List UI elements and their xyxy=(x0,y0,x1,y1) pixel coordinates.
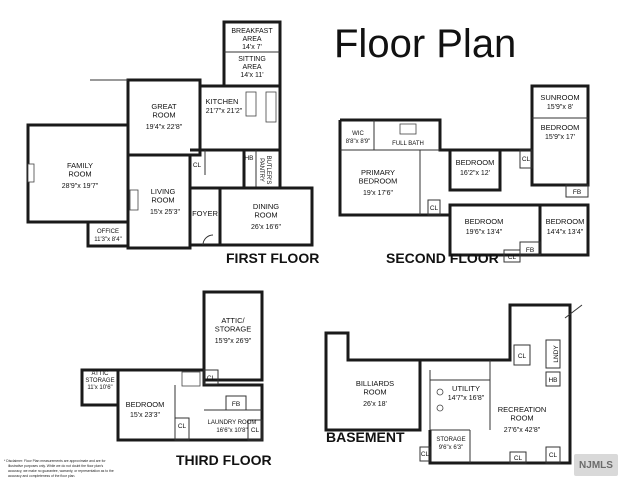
foyer-label: FOYER xyxy=(192,209,218,218)
bedroom-6-label: BEDROOM xyxy=(126,400,165,409)
third-floor-fb-label: FB xyxy=(232,401,240,408)
attic-storage-dim: 15'9"x 26'9" xyxy=(215,338,252,345)
disclaimer-line-4: accuracy and completeness of the floor p… xyxy=(8,474,75,478)
njmls-watermark-logo: NJMLS xyxy=(574,454,618,476)
basement-cl4-label: CL xyxy=(421,451,430,458)
breakfast-area-dim: 14'x 7' xyxy=(242,44,262,51)
bedroom-2-label: BEDROOM xyxy=(456,158,495,167)
disclaimer-line-1: * Disclaimer: Floor Plan measurements ar… xyxy=(4,459,106,463)
full-bath-label: FULL BATH xyxy=(392,141,424,147)
primary-bedroom-dim: 19'x 17'6" xyxy=(363,190,394,197)
disclaimer-line-2: illustrative purposes only. While we do … xyxy=(8,464,104,468)
basement-hb-label: HB xyxy=(548,377,557,384)
basement-title: BASEMENT xyxy=(326,429,405,445)
basement-cl2-label: CL xyxy=(514,455,523,462)
sunroom-label: SUNROOM xyxy=(540,93,579,102)
basement-lndy-label: LNDY xyxy=(553,345,560,363)
second-floor xyxy=(338,84,590,263)
bedroom-4-label: BEDROOM xyxy=(465,217,504,226)
first-floor-title: FIRST FLOOR xyxy=(226,250,319,266)
disclaimer: * Disclaimer: Floor Plan measurements ar… xyxy=(4,459,114,478)
first-floor xyxy=(26,20,314,250)
second-floor-labels: SUNROOM 15'9"x 8' BEDROOM 15'9"x 17' WIC… xyxy=(346,93,585,266)
third-floor xyxy=(80,290,264,442)
second-floor-title: SECOND FLOOR xyxy=(386,250,499,266)
kitchen-dim: 21'7"x 21'2" xyxy=(206,108,243,115)
page-title: Floor Plan xyxy=(334,22,516,66)
dining-room-dim: 26'x 16'6" xyxy=(251,224,282,231)
third-floor-cl3-label: CL xyxy=(251,427,260,434)
bedroom-3-dim: 15'9"x 17' xyxy=(545,134,575,141)
office-label: OFFICE xyxy=(97,229,119,235)
great-room-dim: 19'4"x 22'8" xyxy=(146,124,183,131)
basement-cl3-label: CL xyxy=(549,452,558,459)
second-floor-cl-label: CL xyxy=(508,254,517,261)
bedroom-5-dim: 14'4"x 13'4" xyxy=(547,229,584,236)
sunroom-dim: 15'9"x 8' xyxy=(547,104,573,111)
second-floor-fb-label: FB xyxy=(573,189,581,196)
wic-label: WIC xyxy=(352,131,364,137)
attic-storage-small-dim: 11'x 10'6" xyxy=(87,385,112,391)
kitchen-label: KITCHEN xyxy=(206,97,239,106)
utility-label: UTILITY xyxy=(452,384,480,393)
wic-dim: 8'8"x 8'9" xyxy=(346,139,371,145)
sitting-area-dim: 14'x 11' xyxy=(240,72,263,79)
first-floor-cl-label: CL xyxy=(193,162,202,169)
utility-dim: 14'7"x 16'8" xyxy=(448,395,485,402)
bedroom-2-dim: 16'2"x 12' xyxy=(460,170,490,177)
third-floor-cl2-label: CL xyxy=(178,423,187,430)
storage-label: STORAGE xyxy=(436,437,465,443)
second-floor-fb2-label: FB xyxy=(526,247,534,254)
recreation-room-dim: 27'6"x 42'8" xyxy=(504,427,541,434)
third-floor-cl-label: CL xyxy=(207,375,216,382)
storage-dim: 9'6"x 6'3" xyxy=(439,445,464,451)
disclaimer-line-3: accuracy, we make no guarantee, warranty… xyxy=(8,469,114,473)
laundry-room-label: LAUNDRY ROOM xyxy=(208,420,257,426)
basement xyxy=(324,303,583,465)
butlers-pantry-label: BUTLER'SPANTRY xyxy=(258,156,271,185)
bedroom-6-dim: 15'x 23'3" xyxy=(130,412,161,419)
family-room-dim: 28'9"x 19'7" xyxy=(62,183,99,190)
living-room-dim: 15'x 25'3" xyxy=(150,209,181,216)
office-dim: 11'3"x 8'4" xyxy=(94,237,121,243)
laundry-room-dim: 16'6"x 10'8" xyxy=(216,428,247,434)
second-floor-cl2-label: CL xyxy=(522,156,531,163)
bedroom-5-label: BEDROOM xyxy=(546,217,585,226)
billiards-room-dim: 26'x 18' xyxy=(363,401,387,408)
third-floor-title: THIRD FLOOR xyxy=(176,452,272,468)
first-floor-hb-label: HB xyxy=(244,155,253,162)
second-floor-cl3-label: CL xyxy=(430,205,439,212)
attic-storage-label: ATTIC/STORAGE xyxy=(215,316,252,334)
bedroom-4-dim: 19'6"x 13'4" xyxy=(466,229,503,236)
bedroom-3-label: BEDROOM xyxy=(541,123,580,132)
basement-cl-label: CL xyxy=(518,353,527,360)
